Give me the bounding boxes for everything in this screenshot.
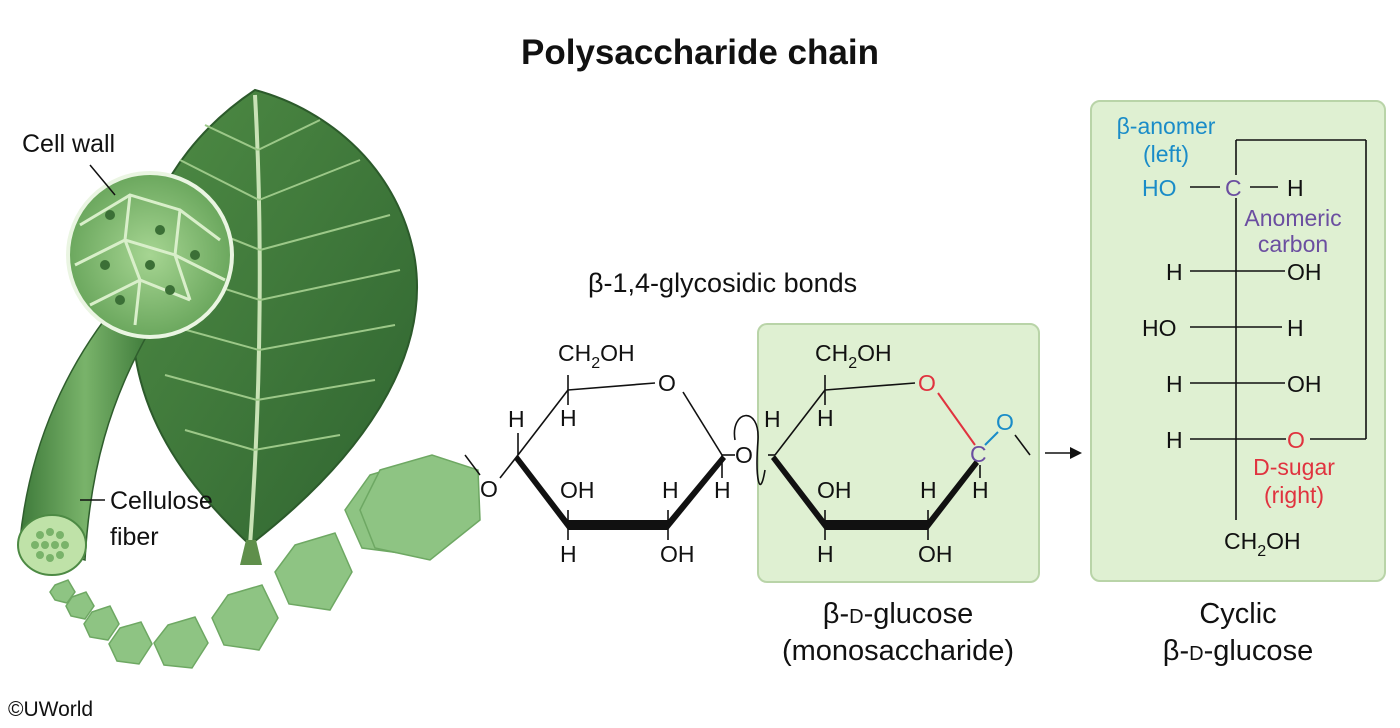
right-ring-bold-right [928, 460, 979, 530]
fiber-microfibrils [31, 528, 69, 562]
right-h-c5: H [817, 405, 834, 431]
left-ring-bold-left [514, 455, 568, 530]
right-h-c1: H [972, 477, 989, 503]
copyright-notice: ©UWorld [8, 698, 94, 721]
conversion-arrow-head [1070, 447, 1082, 459]
cellulose-fiber-label-line2: fiber [110, 523, 159, 551]
cyclic-glucose-caption-line2: β-D-glucose [1162, 635, 1314, 667]
left-ch2oh: CH2OH [558, 340, 635, 372]
anomeric-carbon-line2: carbon [1257, 231, 1329, 257]
d-sugar-line1: D-sugar [1253, 454, 1335, 480]
anomeric-carbon-line1: Anomeric [1244, 205, 1342, 231]
right-h-c4: H [764, 406, 781, 432]
cyclic-glucose-caption: Cyclic β-D-glucose [1110, 596, 1366, 670]
fischer-row2-h: H [1166, 259, 1183, 285]
glycosidic-bonds-label: β-1,4-glycosidic bonds [588, 268, 858, 298]
right-ring-bonds [768, 375, 1031, 540]
anomeric-carbon-label: Anomeric carbon [1240, 205, 1346, 257]
cell-wall-label: Cell wall [22, 130, 116, 158]
cell-wall-leader [89, 164, 116, 196]
left-ring-oxygen: O [658, 370, 676, 396]
leaf-midrib [248, 94, 262, 546]
beta-anomer-label: β-anomer (left) [1103, 112, 1229, 168]
d-sugar-line2: (right) [1263, 482, 1325, 508]
fischer-row3-h: H [1287, 315, 1304, 341]
chain-bond-line [464, 454, 481, 476]
beta-anomer-line2: (left) [1143, 141, 1189, 167]
fischer-row2-oh: OH [1287, 259, 1322, 285]
cell-wall-cells [74, 193, 226, 326]
diagram-title: Polysaccharide chain [521, 33, 879, 72]
right-link-oxygen: O [735, 442, 753, 468]
right-ring-oxygen: O [918, 370, 936, 396]
left-ring-bonds [499, 375, 735, 540]
fischer-row1-ho: HO [1142, 175, 1177, 201]
glucose-hexagon-chain [49, 454, 481, 669]
fischer-row4-oh: OH [1287, 371, 1322, 397]
monosaccharide-caption-line1: β-D-glucose [822, 598, 974, 630]
fischer-bonds [1190, 139, 1367, 520]
left-ring-bold-right [668, 455, 726, 530]
fischer-row5-o: O [1287, 427, 1305, 453]
glycosidic-link-loop [733, 414, 766, 486]
fischer-bottom-ch2oh: CH2OH [1224, 528, 1301, 560]
right-h-c3: H [817, 541, 834, 567]
left-oh-c3: OH [560, 477, 595, 503]
anomeric-oxygen: O [996, 409, 1014, 435]
left-oh-c2: OH [660, 541, 695, 567]
left-h-c3: H [560, 541, 577, 567]
monosaccharide-caption-line2: (monosaccharide) [781, 635, 1015, 667]
fischer-row3-ho: HO [1142, 315, 1177, 341]
ring-o-to-c-red [937, 392, 976, 446]
cellulose-fiber-label-line1: Cellulose [110, 487, 213, 515]
left-ring-bold-bottom [568, 520, 668, 530]
right-ring-bold-left [771, 455, 825, 530]
left-h-c1: H [714, 477, 731, 503]
fischer-anomeric-c: C [1225, 175, 1242, 201]
cyclic-glucose-caption-line1: Cyclic [1199, 598, 1277, 630]
right-oh-c3: OH [817, 477, 852, 503]
right-ch2oh: CH2OH [815, 340, 892, 372]
c-to-o-blue [984, 431, 999, 446]
monosaccharide-caption: β-D-glucose (monosaccharide) [740, 596, 1056, 670]
cell-nuclei [100, 210, 200, 305]
left-h-c2-top: H [662, 477, 679, 503]
right-h-c2-top: H [920, 477, 937, 503]
fischer-row1-h: H [1287, 175, 1304, 201]
monosaccharide-panel [757, 323, 1040, 583]
left-h-c5: H [560, 405, 577, 431]
fischer-row4-h: H [1166, 371, 1183, 397]
leaf-stem [240, 540, 262, 565]
right-oh-c2: OH [918, 541, 953, 567]
anomeric-carbon: C [970, 441, 987, 467]
fischer-panel [1090, 100, 1386, 582]
left-link-oxygen: O [480, 476, 498, 502]
right-ring-bold-bottom [825, 520, 928, 530]
fischer-row5-h: H [1166, 427, 1183, 453]
d-sugar-label: D-sugar (right) [1244, 453, 1344, 509]
beta-anomer-line1: β-anomer [1116, 113, 1216, 139]
left-h-top: H [508, 406, 525, 432]
